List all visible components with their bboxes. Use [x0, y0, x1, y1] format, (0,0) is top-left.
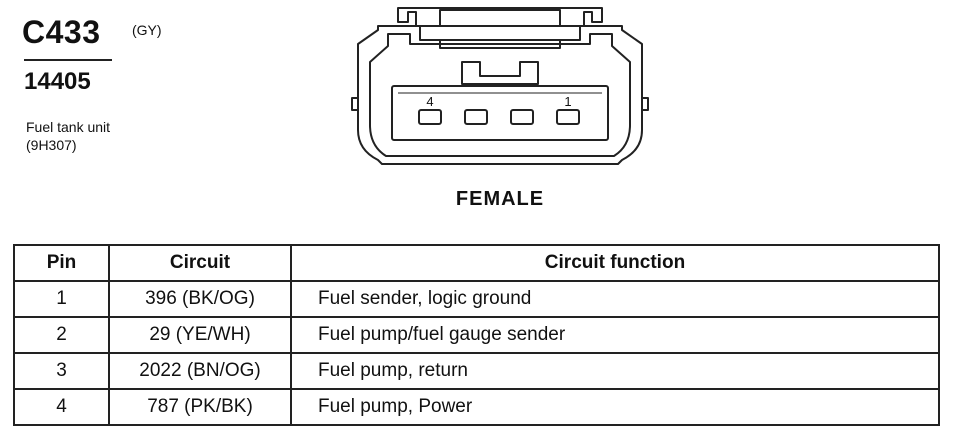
pin-terminal-1 [556, 109, 580, 125]
title-divider [24, 59, 112, 61]
connector-housing-outer [357, 25, 643, 165]
component-description: Fuel tank unit (9H307) [26, 118, 110, 154]
connector-latch [397, 7, 603, 27]
function-cell: Fuel pump, Power [290, 388, 940, 426]
circuit-cell: 29 (YE/WH) [108, 316, 292, 354]
description-line-2: (9H307) [26, 137, 77, 153]
header-circuit: Circuit [108, 244, 292, 282]
header-circuit-function: Circuit function [290, 244, 940, 282]
header-pin: Pin [13, 244, 110, 282]
function-cell: Fuel sender, logic ground [290, 280, 940, 318]
circuit-cell: 396 (BK/OG) [108, 280, 292, 318]
table-row: 4 787 (PK/BK) Fuel pump, Power [13, 388, 940, 426]
pin-cell: 1 [13, 280, 110, 318]
table-row: 3 2022 (BN/OG) Fuel pump, return [13, 352, 940, 390]
connector-face-diagram: 4 1 [351, 7, 649, 165]
pinout-table: Pin Circuit Circuit function 1 396 (BK/O… [13, 244, 940, 426]
function-cell: Fuel pump/fuel gauge sender [290, 316, 940, 354]
pin-label-1: 1 [564, 94, 571, 109]
pin-cell: 2 [13, 316, 110, 354]
table-row: 1 396 (BK/OG) Fuel sender, logic ground [13, 280, 940, 318]
pin-cavity-frame [391, 85, 609, 141]
pin-terminal-3 [464, 109, 488, 125]
pin-terminal-4 [418, 109, 442, 125]
pin-cell: 3 [13, 352, 110, 390]
circuit-cell: 787 (PK/BK) [108, 388, 292, 426]
circuit-cell: 2022 (BN/OG) [108, 352, 292, 390]
part-number: 14405 [24, 68, 91, 95]
connector-color-code: (GY) [132, 22, 162, 38]
function-cell: Fuel pump, return [290, 352, 940, 390]
connector-key [461, 61, 539, 85]
pin-label-4: 4 [426, 94, 433, 109]
connector-id: C433 [22, 14, 101, 50]
connector-gender-label: FEMALE [455, 188, 545, 210]
pin-terminal-2 [510, 109, 534, 125]
table-row: 2 29 (YE/WH) Fuel pump/fuel gauge sender [13, 316, 940, 354]
pin-cell: 4 [13, 388, 110, 426]
connector-housing-inner [369, 33, 631, 157]
description-line-1: Fuel tank unit [26, 119, 111, 135]
table-header-row: Pin Circuit Circuit function [13, 244, 940, 282]
